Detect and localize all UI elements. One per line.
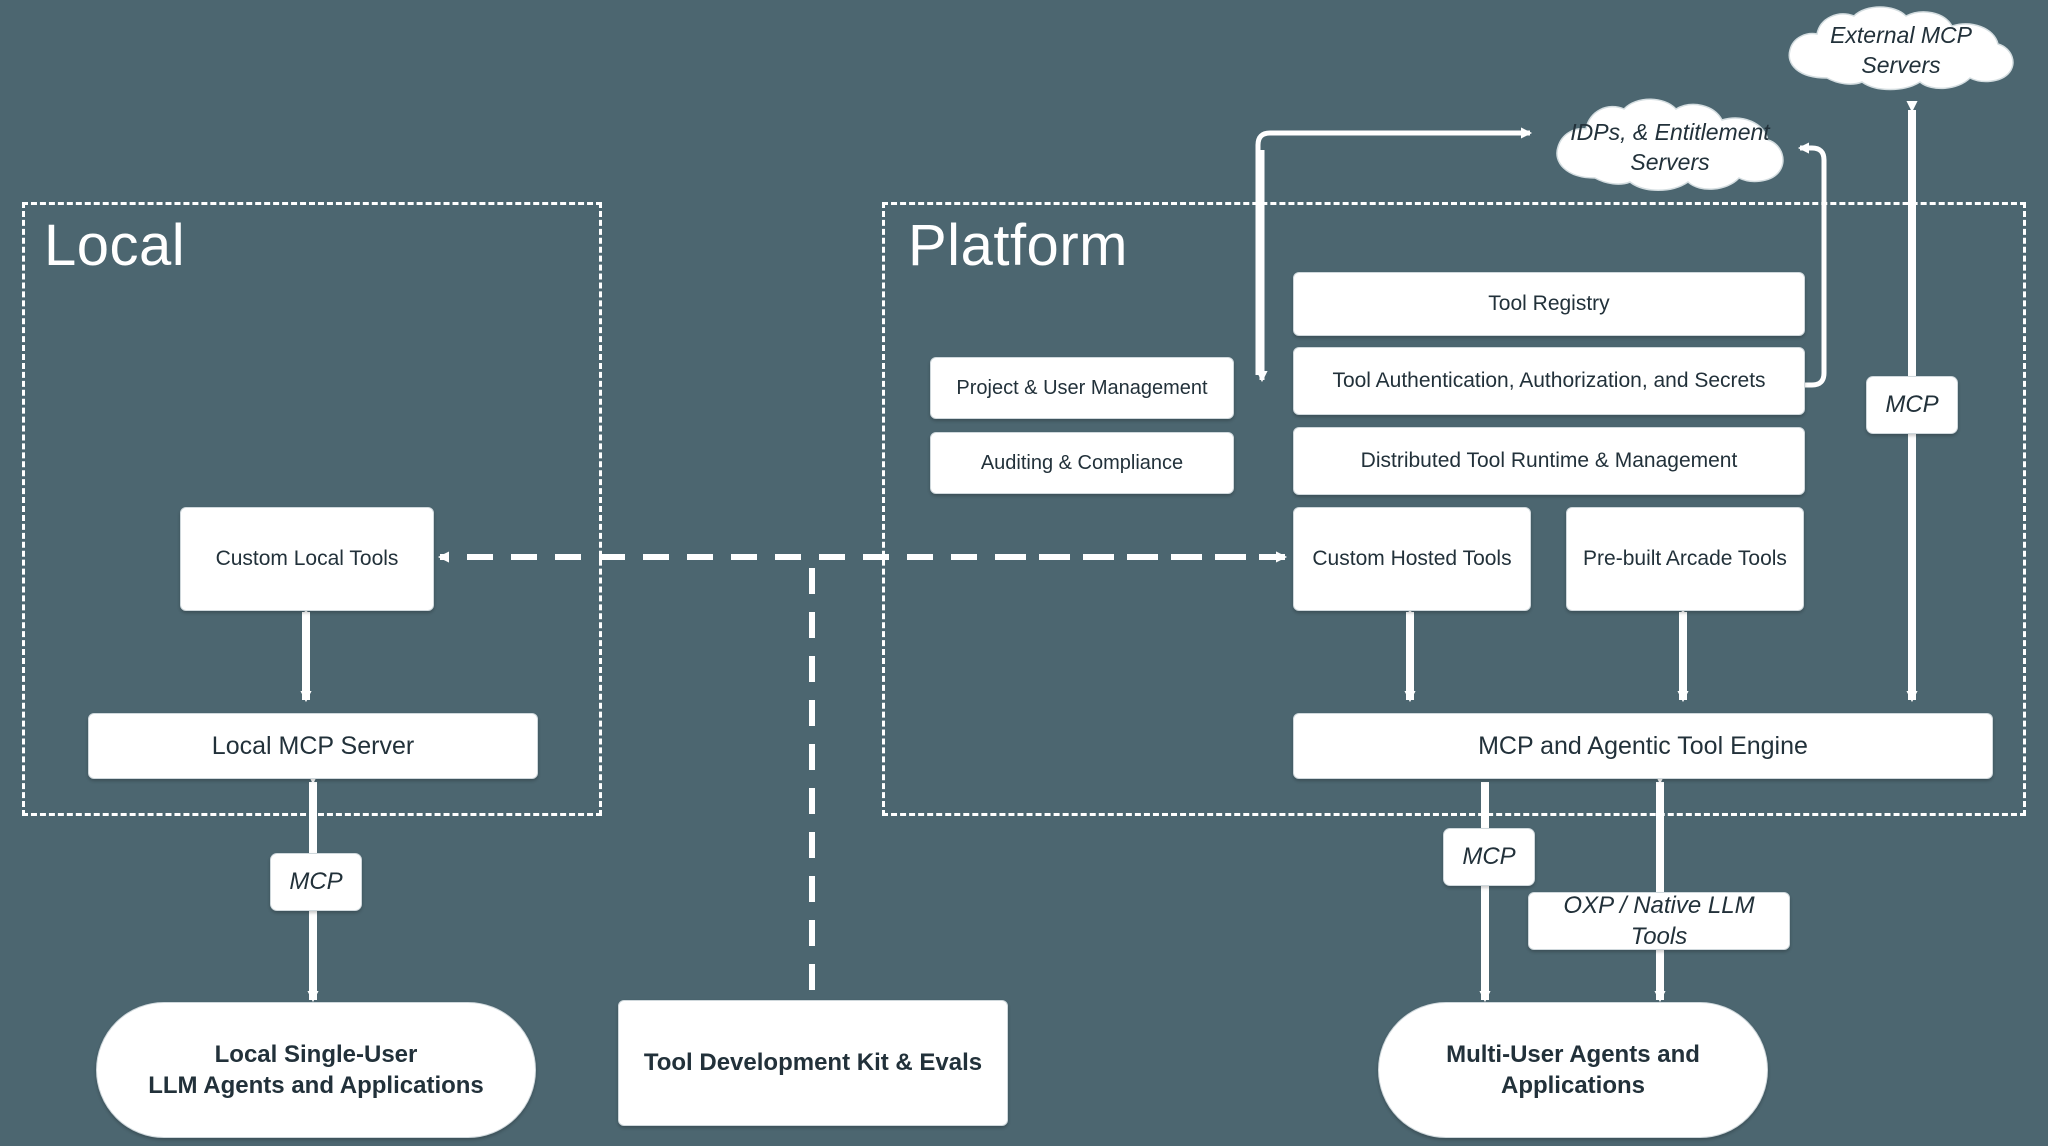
zone-platform-title: Platform xyxy=(908,213,1128,278)
cloud-shape xyxy=(1556,98,1784,191)
node-local-agents-applications[interactable]: Local Single-User LLM Agents and Applica… xyxy=(96,1002,536,1138)
node-tool-authentication[interactable]: Tool Authentication, Authorization, and … xyxy=(1293,347,1805,415)
node-auditing-compliance[interactable]: Auditing & Compliance xyxy=(930,432,1234,494)
node-project-user-management[interactable]: Project & User Management xyxy=(930,357,1234,419)
node-local-mcp-server[interactable]: Local MCP Server xyxy=(88,713,538,779)
badge-mcp-local: MCP xyxy=(270,853,362,911)
node-tool-development-kit[interactable]: Tool Development Kit & Evals xyxy=(618,1000,1008,1126)
node-tool-registry[interactable]: Tool Registry xyxy=(1293,272,1805,336)
node-custom-hosted-tools[interactable]: Custom Hosted Tools xyxy=(1293,507,1531,611)
zone-platform xyxy=(882,202,2026,816)
node-mcp-agentic-tool-engine[interactable]: MCP and Agentic Tool Engine xyxy=(1293,713,1993,779)
node-custom-local-tools[interactable]: Custom Local Tools xyxy=(180,507,434,611)
cloud-idps-entitlement-servers[interactable]: IDPs, & Entitlement Servers xyxy=(1540,98,1800,198)
zone-local xyxy=(22,202,602,816)
node-oxp-native-llm-tools[interactable]: OXP / Native LLM Tools xyxy=(1528,892,1790,950)
cloud-shape xyxy=(1788,6,2014,91)
cloud-idps-label: IDPs, & Entitlement Servers xyxy=(1570,119,1770,175)
cloud-external-mcp-servers[interactable]: External MCP Servers xyxy=(1772,6,2030,96)
zone-local-title: Local xyxy=(44,213,186,278)
badge-mcp-external: MCP xyxy=(1866,376,1958,434)
node-distributed-tool-runtime[interactable]: Distributed Tool Runtime & Management xyxy=(1293,427,1805,495)
cloud-external-mcp-label: External MCP Servers xyxy=(1830,22,1972,78)
badge-mcp-platform: MCP xyxy=(1443,828,1535,886)
node-multi-user-agents[interactable]: Multi-User Agents and Applications xyxy=(1378,1002,1768,1138)
node-prebuilt-arcade-tools[interactable]: Pre-built Arcade Tools xyxy=(1566,507,1804,611)
